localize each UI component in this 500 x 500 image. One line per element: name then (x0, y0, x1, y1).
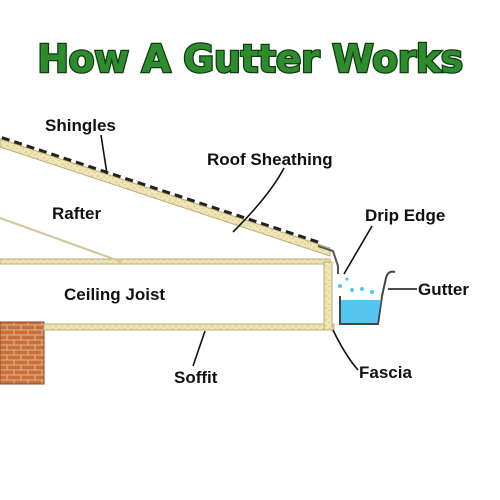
shingle-tab (260, 221, 270, 228)
shingle-tab (272, 225, 282, 232)
label-drip-edge: Drip Edge (365, 206, 445, 225)
soffit (43, 323, 335, 331)
shingle-tab (63, 156, 72, 162)
shingle-tab (297, 234, 307, 240)
shingle-tab (310, 238, 319, 244)
shingle-tab (75, 160, 85, 167)
drip-edge (317, 245, 339, 274)
shingle-tab (38, 148, 47, 154)
shingle-tab (235, 213, 245, 220)
label-fascia: Fascia (359, 363, 412, 382)
shingle-tab (13, 140, 23, 146)
label-gutter: Gutter (418, 280, 469, 299)
brick-wall (0, 321, 45, 385)
label-rafter: Rafter (52, 204, 102, 223)
fascia-board (323, 261, 333, 331)
shingle-tab (248, 217, 257, 224)
label-shingles: Shingles (45, 116, 116, 135)
water-droplets (338, 277, 374, 294)
leader-drip-edge (343, 225, 373, 275)
shingle-tab (112, 172, 122, 179)
shingle-tab (149, 185, 159, 191)
shingle-tab (137, 181, 146, 187)
shingle-tab (1, 136, 10, 142)
label-roof-sheathing: Roof Sheathing (207, 150, 333, 169)
leader-shingles (100, 134, 108, 175)
label-soffit: Soffit (174, 368, 218, 387)
roof-sheathing (0, 138, 331, 257)
leader-fascia (332, 329, 359, 371)
ceiling-joist (0, 258, 331, 265)
shingle-tab (161, 189, 171, 195)
shingle-tab (26, 144, 35, 150)
shingle-tab (50, 152, 60, 158)
shingle-tab (186, 197, 196, 203)
shingle-tab (124, 176, 134, 183)
shingle-tab (174, 193, 183, 199)
shingle-tab (211, 205, 220, 211)
leader-soffit (192, 330, 206, 367)
diagram-title: How A Gutter Works (37, 37, 463, 81)
shingle-tab (198, 201, 208, 207)
shingle-tab (285, 229, 294, 236)
shingle-tab (87, 164, 97, 171)
leader-roof-sheathing (232, 167, 285, 233)
gutter (339, 270, 396, 325)
shingle-tab (223, 209, 233, 215)
shingles (1, 136, 319, 244)
label-ceiling-joist: Ceiling Joist (64, 285, 165, 304)
rafter (0, 217, 123, 263)
